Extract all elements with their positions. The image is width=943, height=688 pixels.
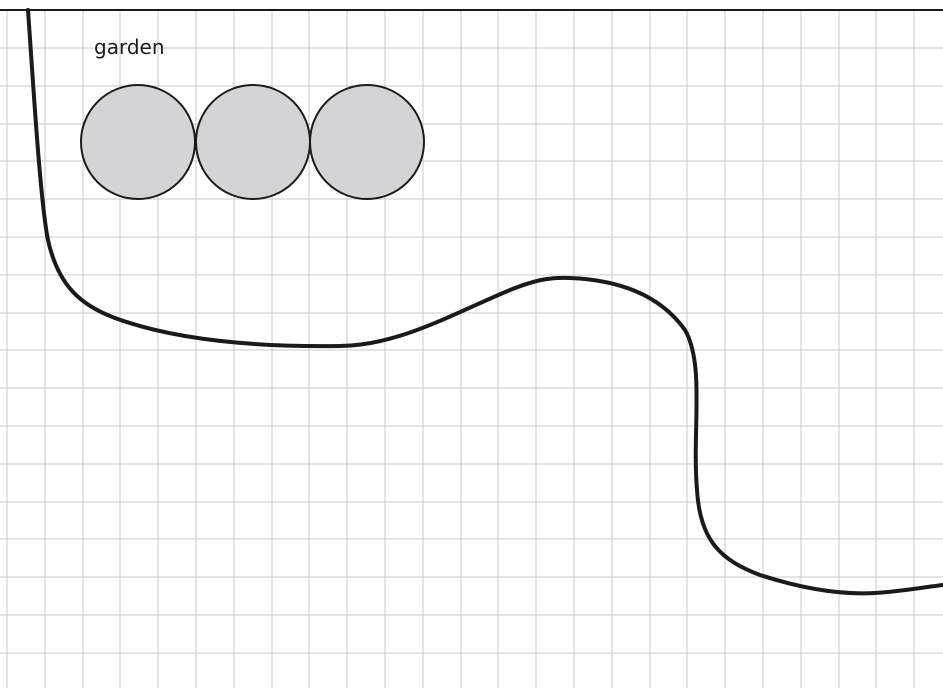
garden-circle-2 [195, 84, 311, 200]
garden-circle-1 [80, 84, 196, 200]
winding-path [26, 8, 943, 596]
garden-label: garden [94, 35, 165, 59]
grid-lines [0, 10, 943, 688]
garden-group [80, 84, 425, 200]
garden-circle-3 [309, 84, 425, 200]
